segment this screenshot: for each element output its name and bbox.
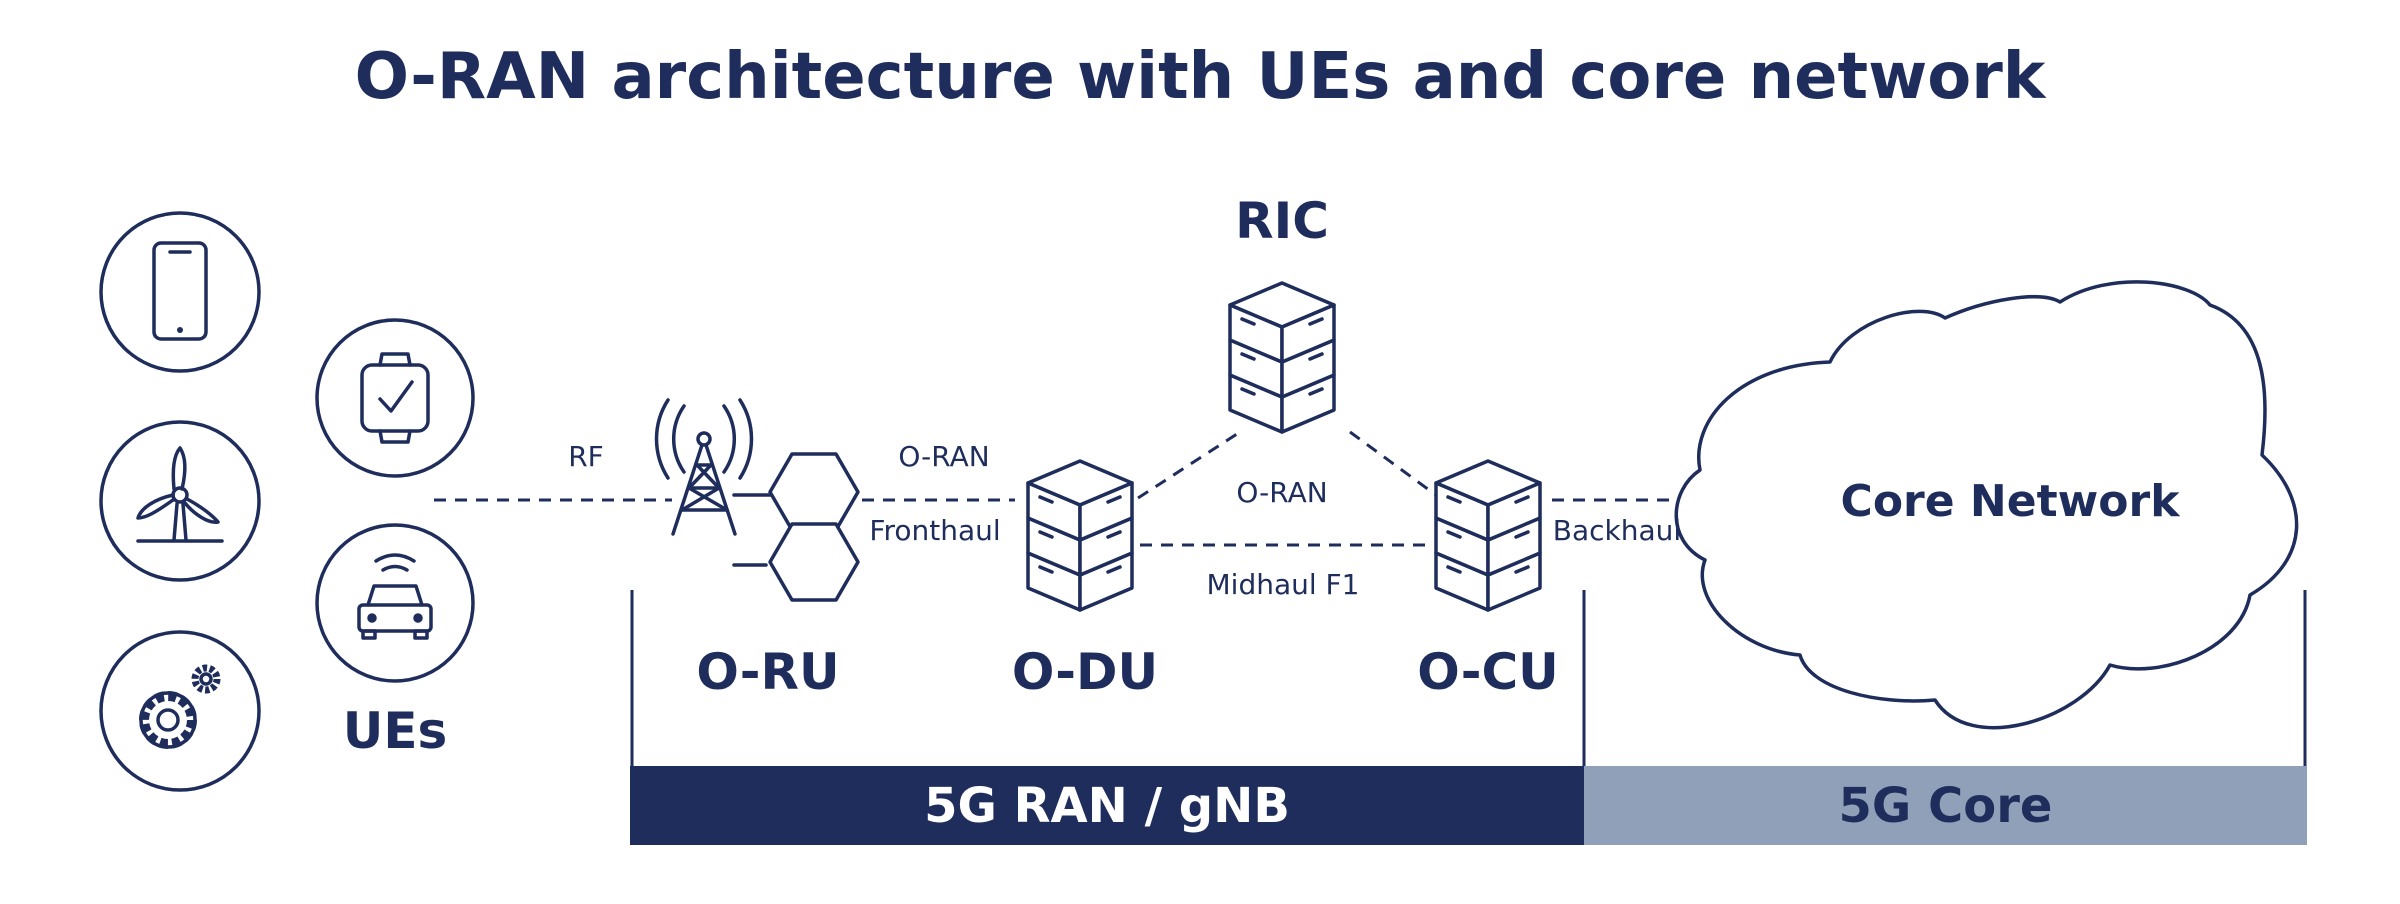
core-network-label: Core Network bbox=[1840, 476, 2180, 527]
ric-label: RIC bbox=[1235, 192, 1329, 250]
oru-label: O-RU bbox=[696, 643, 840, 701]
odu-label: O-DU bbox=[1011, 643, 1159, 701]
core-bar-label: 5G Core bbox=[1838, 777, 2053, 834]
ran-bar-label: 5G RAN / gNB bbox=[924, 777, 1290, 834]
ran-bar: 5G RAN / gNB bbox=[630, 766, 1584, 845]
diagram-title: O-RAN architecture with UEs and core net… bbox=[354, 40, 2046, 114]
cloud-icon bbox=[1674, 280, 2299, 730]
odu-ric-link bbox=[1137, 430, 1241, 500]
ocu-server-icon bbox=[1436, 461, 1540, 610]
ric-ocu-link bbox=[1349, 430, 1441, 500]
antenna-tower-icon bbox=[654, 398, 754, 536]
hexagon-cells-icon bbox=[732, 452, 860, 602]
car-icon bbox=[315, 523, 475, 683]
core-bar: 5G Core bbox=[1584, 766, 2307, 845]
ocu-label: O-CU bbox=[1417, 643, 1559, 701]
odu-server-icon bbox=[1028, 461, 1132, 610]
smartphone-icon bbox=[99, 211, 261, 373]
midhaul-label: Midhaul F1 bbox=[1206, 568, 1360, 601]
rf-label: RF bbox=[568, 440, 604, 473]
smartwatch-icon bbox=[315, 318, 475, 478]
backhaul-label: Backhaul bbox=[1552, 514, 1682, 547]
gears-icon bbox=[99, 630, 261, 792]
ues-label: UEs bbox=[342, 702, 448, 760]
fronthaul-label: Fronthaul bbox=[869, 514, 1001, 547]
ric-server-icon bbox=[1230, 283, 1334, 432]
ric-oran-label: O-RAN bbox=[1236, 476, 1328, 509]
fronthaul-oran-label: O-RAN bbox=[898, 440, 990, 473]
wind-turbine-icon bbox=[99, 420, 261, 582]
